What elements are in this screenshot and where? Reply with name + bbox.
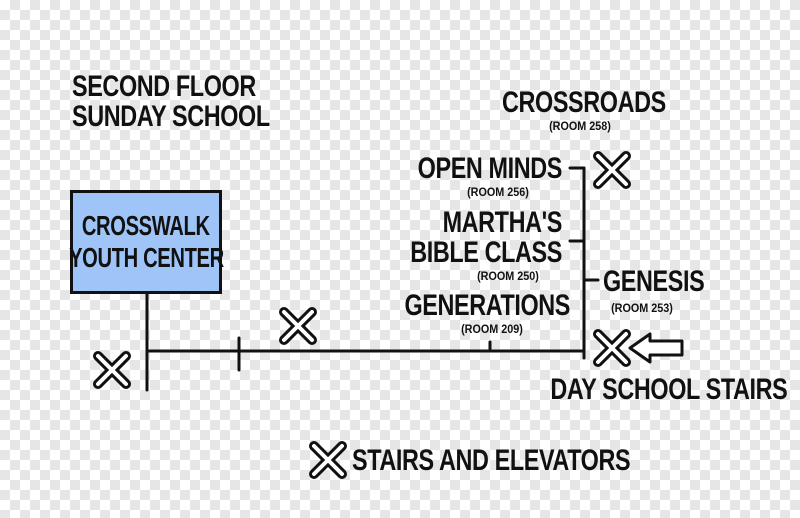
arrow-left-icon <box>628 332 684 364</box>
open-minds-label: OPEN MINDS <box>417 152 563 185</box>
marthas-label-line-2: BIBLE CLASS <box>410 236 562 269</box>
title-line-2: SUNDAY SCHOOL <box>72 100 270 133</box>
open-minds-room: (ROOM 256) <box>467 185 529 199</box>
genesis-room: (ROOM 253) <box>611 301 673 315</box>
marthas-label-line-1: MARTHA'S <box>442 206 563 239</box>
generations-label: GENERATIONS <box>404 289 571 322</box>
generations-room: (ROOM 209) <box>461 322 523 336</box>
legend-label: STAIRS AND ELEVATORS <box>352 444 631 477</box>
crossroads-label: CROSSROADS <box>502 86 666 119</box>
day-school-stairs-icon <box>593 329 684 367</box>
youth-center-box: CROSSWALK YOUTH CENTER <box>68 190 224 294</box>
youth-center-line-2: YOUTH CENTER <box>68 242 224 273</box>
marthas-room: (ROOM 250) <box>477 269 539 283</box>
youth-center-line-1: CROSSWALK <box>82 209 210 241</box>
title-line-1: SECOND FLOOR <box>72 70 256 103</box>
day-school-stairs-label: DAY SCHOOL STAIRS <box>550 373 788 406</box>
crossroads-room: (ROOM 258) <box>549 119 611 133</box>
genesis-label: GENESIS <box>603 265 705 298</box>
